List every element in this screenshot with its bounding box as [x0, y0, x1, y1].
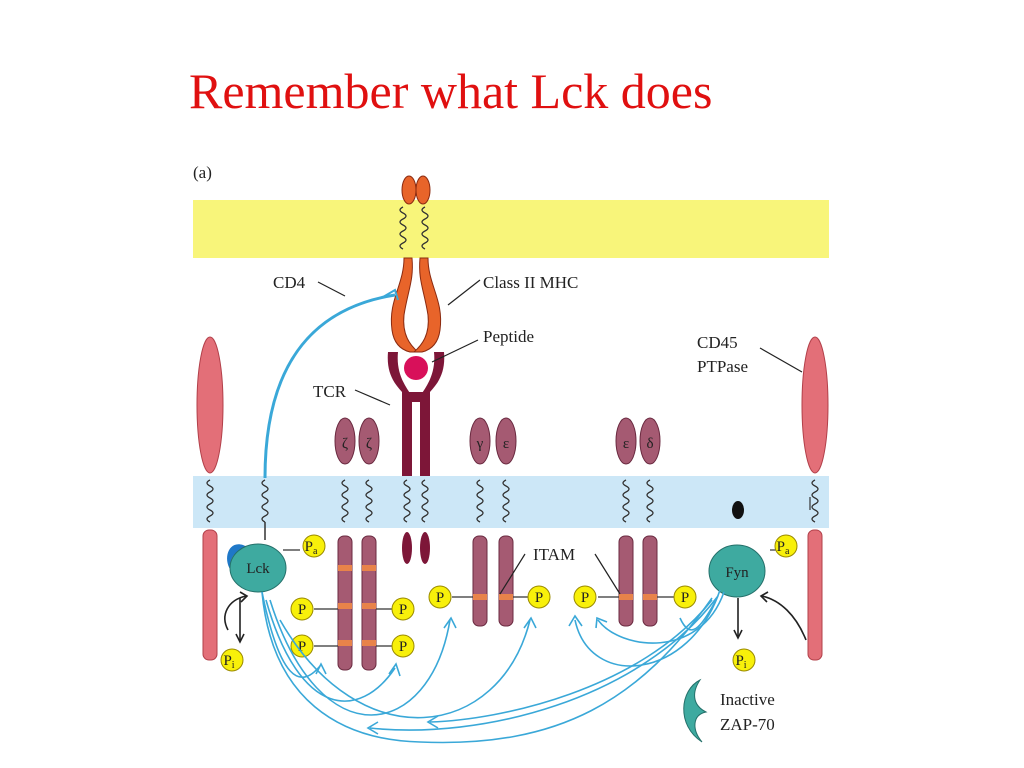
phosphate-connectors	[283, 497, 811, 647]
zeta-label-2: ζ	[366, 436, 372, 452]
phosphate-label: P	[399, 602, 407, 618]
panel-label: (a)	[193, 163, 212, 182]
pi-label-right: Pi	[735, 653, 746, 671]
cd4-label: CD4	[273, 273, 306, 292]
delta-label: δ	[646, 436, 653, 452]
tcr	[387, 352, 445, 476]
lck-label: Lck	[246, 561, 270, 577]
phosphate-label: P	[298, 602, 306, 618]
zap70-shape	[683, 678, 708, 743]
epsilon-label-1: ε	[503, 436, 509, 452]
upper-membrane	[193, 200, 829, 258]
mhc-transmembrane-coils	[399, 206, 429, 250]
phosphate-label: P	[535, 590, 543, 606]
tcr-label: TCR	[313, 382, 347, 401]
cd45-left	[196, 336, 224, 661]
class2-mhc-label: Class II MHC	[483, 273, 578, 292]
epsilon-delta-chains	[615, 417, 661, 627]
ptpase-label: PTPase	[697, 357, 748, 376]
tcr-tail-left	[402, 532, 412, 564]
phosphate-label: P	[581, 590, 589, 606]
cd4	[263, 288, 399, 479]
peptide-label: Peptide	[483, 327, 534, 346]
zeta-label-1: ζ	[342, 436, 348, 452]
pa-label-lck: Pa	[305, 539, 318, 557]
fyn-label: Fyn	[725, 565, 749, 581]
leader-lines	[317, 279, 803, 595]
phosphorylation-arrows	[261, 589, 725, 744]
lck-kinase	[227, 543, 287, 593]
cd45-label: CD45	[697, 333, 738, 352]
phosphates	[220, 534, 798, 672]
zeta-chains	[334, 417, 380, 671]
cd4-coils	[261, 479, 269, 523]
peptide	[404, 356, 428, 380]
tcr-transmembrane-coils	[403, 479, 429, 523]
itam-label: ITAM	[533, 545, 575, 564]
gamma-label: γ	[476, 436, 484, 452]
phosphate-label: P	[298, 639, 306, 655]
fyn-kinase	[708, 501, 766, 598]
tcr-tail-right	[420, 532, 430, 564]
gamma-epsilon-chains	[469, 417, 517, 627]
inactive-label: Inactive	[720, 690, 775, 709]
phosphate-label: P	[681, 590, 689, 606]
phosphate-label: P	[399, 639, 407, 655]
dephosphorylation-arrows	[224, 591, 807, 644]
phosphate-label: P	[436, 590, 444, 606]
pa-label-fyn: Pa	[777, 539, 790, 557]
zap70-label: ZAP-70	[720, 715, 775, 734]
cd45-right	[801, 336, 829, 661]
lower-membrane	[193, 476, 829, 528]
class2-mhc	[390, 175, 442, 353]
pi-label-left: Pi	[223, 653, 234, 671]
epsilon-label-2: ε	[623, 436, 629, 452]
